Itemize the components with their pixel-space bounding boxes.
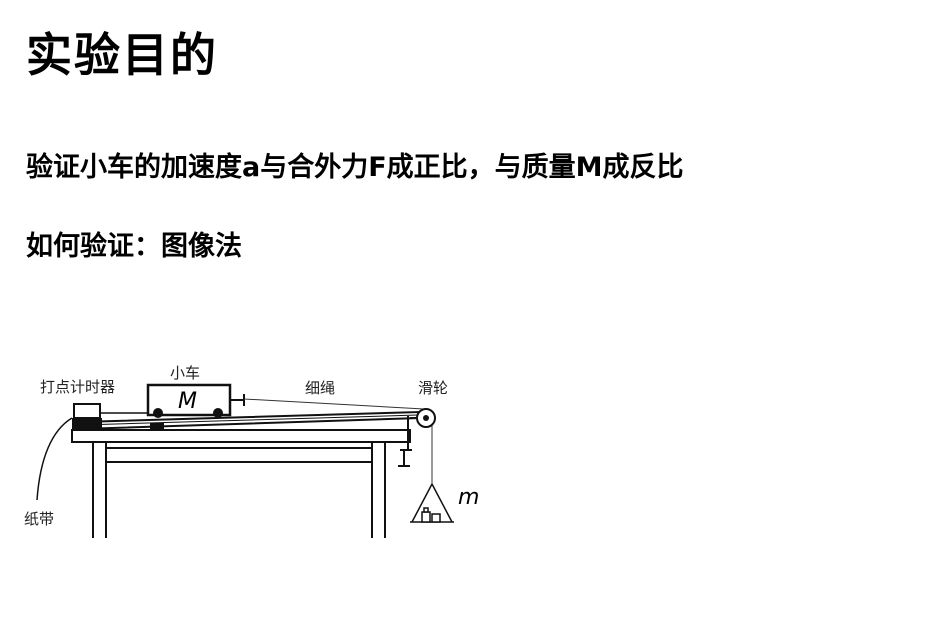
experiment-diagram: 打点计时器 小车 M 细绳 滑轮 纸带 m (24, 364, 479, 538)
string-label: 细绳 (305, 379, 335, 397)
tape-label: 纸带 (24, 510, 54, 528)
hanging-mass-label: m (458, 485, 479, 510)
objective-text: 验证小车的加速度a与合外力F成正比，与质量M成反比 (26, 152, 684, 183)
ticker-timer (72, 403, 102, 430)
timer-label: 打点计时器 (40, 378, 115, 396)
method-text: 如何验证：图像法 (26, 231, 242, 262)
page-title: 实验目的 (26, 28, 218, 82)
pulley (410, 408, 436, 428)
cart-mass-label: M (178, 389, 197, 414)
string-horizontal (243, 398, 425, 410)
cart (146, 383, 245, 418)
table-clamp (398, 416, 412, 467)
pulley-label: 滑轮 (418, 379, 448, 397)
board-wedge (150, 423, 164, 430)
hanging-tray (410, 483, 454, 523)
cart-label: 小车 (170, 364, 200, 382)
table-legs (92, 442, 386, 538)
table-top (71, 429, 411, 443)
tape-tail (36, 417, 73, 501)
